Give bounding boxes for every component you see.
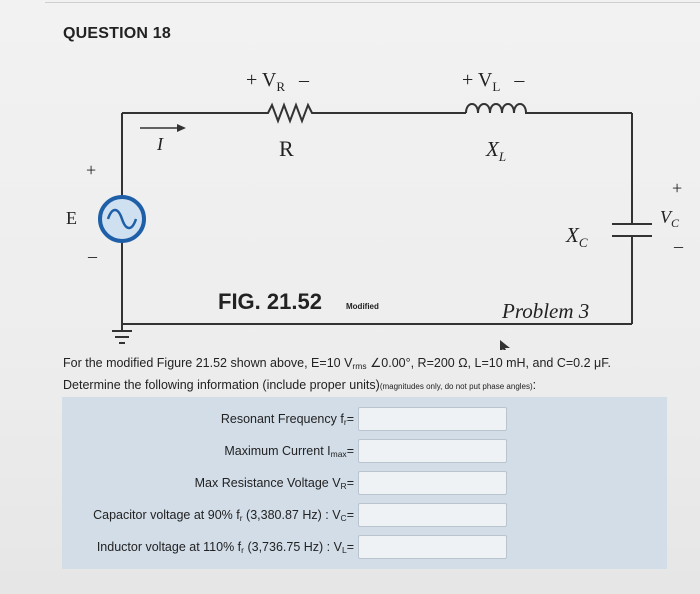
- answer-label: Capacitor voltage at 90% fr (3,380.87 Hz…: [93, 508, 354, 523]
- r-label: R: [279, 136, 294, 161]
- inductor-symbol: [465, 103, 530, 114]
- vl-label: + V: [462, 69, 493, 91]
- vr-minus: –: [298, 69, 310, 91]
- prompt-colon: :: [532, 378, 537, 392]
- capacitor-symbol: [612, 223, 652, 237]
- svg-text:VC: VC: [660, 207, 680, 230]
- answer-table: Resonant Frequency fr= Maximum Current I…: [62, 397, 667, 569]
- figure-title: FIG. 21.52: [218, 289, 322, 314]
- vr-label: + V: [246, 69, 277, 91]
- e-minus: –: [87, 246, 98, 266]
- answer-label: Maximum Current Imax=: [224, 444, 354, 459]
- vl-sub: L: [492, 79, 500, 94]
- prompt-note: (magnitudes only, do not put phase angle…: [379, 382, 533, 391]
- resistor-symbol: [262, 102, 318, 124]
- sine-wave-icon: [106, 208, 138, 230]
- svg-text:+ VR–: + VR–: [246, 69, 310, 94]
- ground-icon: [112, 324, 132, 344]
- top-divider: [45, 2, 700, 3]
- answer-label: Max Resistance Voltage VR=: [194, 476, 354, 491]
- prompt-rms-sub: rms: [352, 361, 367, 371]
- svg-text:+ VL–: + VL–: [462, 69, 525, 94]
- answer-row-maximum-current: Maximum Current Imax=: [62, 434, 667, 468]
- xc-label: X: [565, 223, 580, 247]
- circuit-figure: + VR– R + VL– XL I E + – XC + VC – FIG. …: [66, 69, 684, 350]
- xl-sub: L: [498, 149, 506, 164]
- question-title: QUESTION 18: [63, 25, 172, 42]
- capacitor-voltage-input[interactable]: [358, 503, 507, 527]
- vl-minus: –: [513, 69, 525, 91]
- e-plus: +: [86, 160, 96, 180]
- vc-minus: –: [673, 236, 684, 256]
- max-resistance-voltage-input[interactable]: [358, 471, 507, 495]
- vr-sub: R: [276, 79, 285, 94]
- answer-label: Inductor voltage at 110% fr (3,736.75 Hz…: [96, 540, 354, 555]
- resonant-frequency-input[interactable]: [358, 407, 507, 431]
- vc-plus: +: [672, 178, 682, 198]
- answer-label: Resonant Frequency fr=: [220, 412, 354, 427]
- prompt-line2: Determine the following information (inc…: [63, 378, 380, 392]
- inductor-voltage-input[interactable]: [358, 535, 507, 559]
- xl-label: X: [485, 137, 500, 161]
- vc-sub: C: [671, 216, 680, 230]
- current-arrow-icon: [140, 124, 186, 132]
- mouse-cursor-icon: [500, 340, 510, 350]
- answer-row-resonant-frequency: Resonant Frequency fr=: [62, 402, 667, 436]
- answer-row-max-resistance-voltage: Max Resistance Voltage VR=: [62, 466, 667, 500]
- vc-label: V: [660, 207, 673, 227]
- prompt-part1: For the modified Figure 21.52 shown abov…: [63, 356, 353, 370]
- current-label: I: [156, 134, 164, 154]
- problem-label: Problem 3: [501, 299, 589, 323]
- xc-sub: C: [579, 235, 588, 250]
- maximum-current-input[interactable]: [358, 439, 507, 463]
- prompt-part2: ∠0.00°, R=200 Ω, L=10 mH, and C=0.2 μF.: [366, 356, 611, 370]
- e-label: E: [66, 208, 77, 228]
- question-prompt: For the modified Figure 21.52 shown abov…: [63, 354, 693, 396]
- figure-note: Modified: [346, 302, 379, 311]
- answer-row-inductor-voltage: Inductor voltage at 110% fr (3,736.75 Hz…: [62, 530, 667, 564]
- svg-text:XC: XC: [565, 223, 588, 250]
- answer-row-capacitor-voltage: Capacitor voltage at 90% fr (3,380.87 Hz…: [62, 498, 667, 532]
- svg-text:XL: XL: [485, 137, 506, 164]
